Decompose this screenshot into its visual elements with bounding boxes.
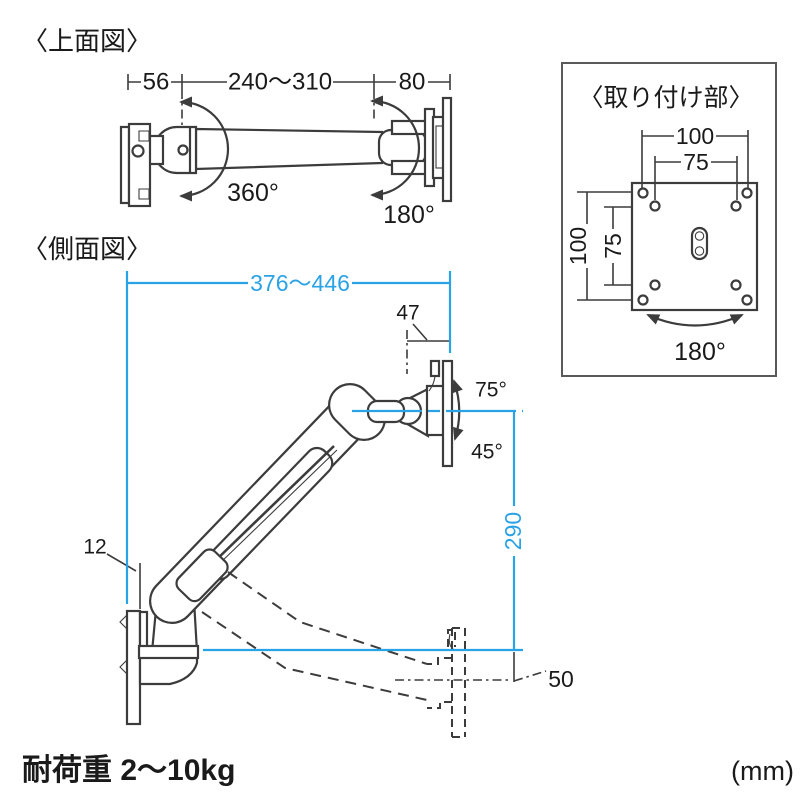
- dim-label-80: 80: [399, 69, 426, 96]
- top-view-dimension-lines: [127, 74, 451, 128]
- rotation-180-label: 180°: [383, 201, 435, 229]
- unit-label: (mm): [731, 756, 794, 786]
- side-monitor-plate: [441, 359, 454, 468]
- dim-label-240-310: 240〜310: [228, 69, 332, 96]
- dim-label-vesa-100-h: 100: [676, 123, 714, 149]
- mount-dimension-lines: [577, 130, 749, 301]
- top-wall-bracket-notches: [138, 130, 150, 200]
- dim-label-47: 47: [396, 302, 419, 325]
- vesa-swivel-arrow: [646, 313, 744, 327]
- side-bracket-shelf: [137, 644, 200, 660]
- top-head-clamp-bottom: [390, 159, 428, 176]
- tilt-down-label: 45°: [471, 441, 503, 464]
- top-monitor-plate: [441, 96, 453, 203]
- dim-label-12: 12: [83, 536, 106, 559]
- top-head-clamp-top: [390, 119, 428, 136]
- top-view-drawing: [119, 74, 453, 208]
- side-bracket-jaw: [138, 655, 199, 686]
- dim-label-vesa-75-v: 75: [600, 233, 626, 259]
- side-blue-dimension-lines: [125, 271, 523, 652]
- mount-panel: [561, 62, 777, 377]
- dim-label-vesa-75-h: 75: [683, 149, 709, 175]
- top-wall-bracket: [127, 122, 152, 208]
- top-arm-body: [194, 127, 384, 171]
- vesa-swivel-label: 180°: [674, 338, 726, 366]
- vesa-holes: [637, 187, 753, 306]
- rotation-360-label: 360°: [227, 179, 279, 207]
- load-capacity-label: 耐荷重 2〜10kg: [22, 754, 235, 787]
- top-view-title: 〈上面図〉: [22, 26, 152, 56]
- dim-label-376-446: 376〜446: [250, 270, 350, 296]
- side-wall-plate-clips: [119, 614, 128, 675]
- dim-label-50: 50: [548, 666, 574, 692]
- top-wall-bracket-hole: [131, 144, 145, 158]
- head-rotation-arrow: [370, 95, 421, 201]
- side-view-drawing: [106, 271, 547, 738]
- top-base-joint-hole: [177, 144, 189, 156]
- side-head-assembly: [328, 359, 454, 468]
- top-wall-plate: [119, 125, 131, 205]
- dim-label-56: 56: [143, 69, 170, 96]
- tilt-up-label: 75°: [475, 379, 507, 402]
- dim-label-290: 290: [500, 512, 526, 550]
- base-rotation-arrow: [179, 96, 230, 202]
- side-view-title: 〈側面図〉: [22, 234, 152, 264]
- dim-label-vesa-100-v: 100: [565, 227, 591, 265]
- mount-panel-title: 〈取り付け部〉: [578, 84, 753, 112]
- vesa-center-slot: [690, 226, 709, 261]
- side-arm-body: [149, 391, 375, 624]
- side-bracket-strip: [138, 610, 149, 650]
- side-plate-clip: [429, 359, 441, 378]
- side-lowered-position-dashed: [201, 571, 466, 738]
- side-wall-plate: [125, 609, 142, 726]
